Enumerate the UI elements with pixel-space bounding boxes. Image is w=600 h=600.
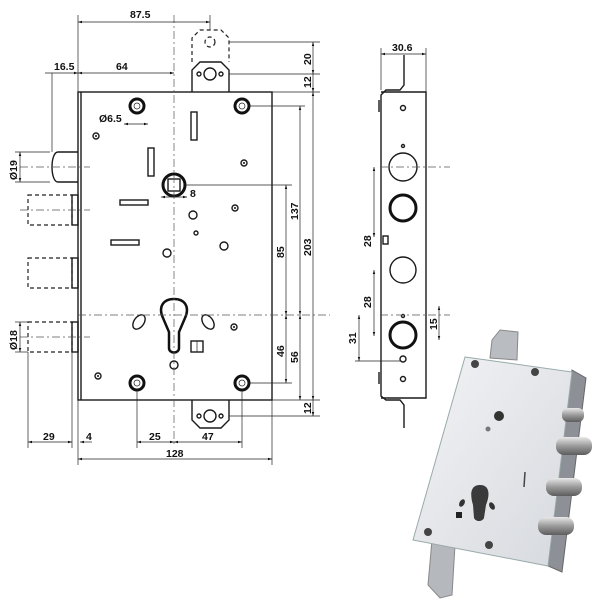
dim-28-upper: 28 xyxy=(362,235,374,247)
lock-product-photo xyxy=(412,329,592,599)
dim-64: 64 xyxy=(116,61,128,73)
dim-203: 203 xyxy=(302,238,314,256)
dim-30-6: 30.6 xyxy=(392,42,413,54)
center-lines xyxy=(20,15,330,445)
dim-12-top: 12 xyxy=(302,76,314,88)
dim-19: Ø19 xyxy=(8,160,20,180)
dim-137: 137 xyxy=(289,202,301,220)
dim-8: 8 xyxy=(190,188,196,200)
dim-87-5: 87.5 xyxy=(130,9,151,21)
dim-128: 128 xyxy=(166,448,184,460)
dim-20: 20 xyxy=(302,53,314,65)
dim-15: 15 xyxy=(428,318,440,330)
dim-28-lower: 28 xyxy=(362,296,374,308)
slots xyxy=(110,111,198,246)
dim-29: 29 xyxy=(43,431,55,443)
dim-12-bottom: 12 xyxy=(302,402,314,414)
dim-18: Ø18 xyxy=(8,330,20,350)
side-view: 30.6 28 28 31 15 xyxy=(347,42,450,428)
photo-bolts xyxy=(538,408,592,535)
dim-85: 85 xyxy=(275,246,287,258)
dim-25: 25 xyxy=(149,431,161,443)
dim-31: 31 xyxy=(347,332,359,344)
dim-6-5: Ø6.5 xyxy=(99,113,122,125)
dim-56: 56 xyxy=(289,351,301,363)
dimension-lines xyxy=(15,15,320,465)
dim-16-5: 16.5 xyxy=(54,61,75,73)
cylinder-cutout xyxy=(132,297,215,354)
front-dimension-labels: 87.5 16.5 64 Ø6.5 8 Ø19 Ø18 20 12 137 85… xyxy=(8,9,314,460)
lock-case xyxy=(77,29,273,429)
dim-4: 4 xyxy=(86,431,92,443)
dim-46: 46 xyxy=(275,345,287,357)
dim-47: 47 xyxy=(202,431,214,443)
